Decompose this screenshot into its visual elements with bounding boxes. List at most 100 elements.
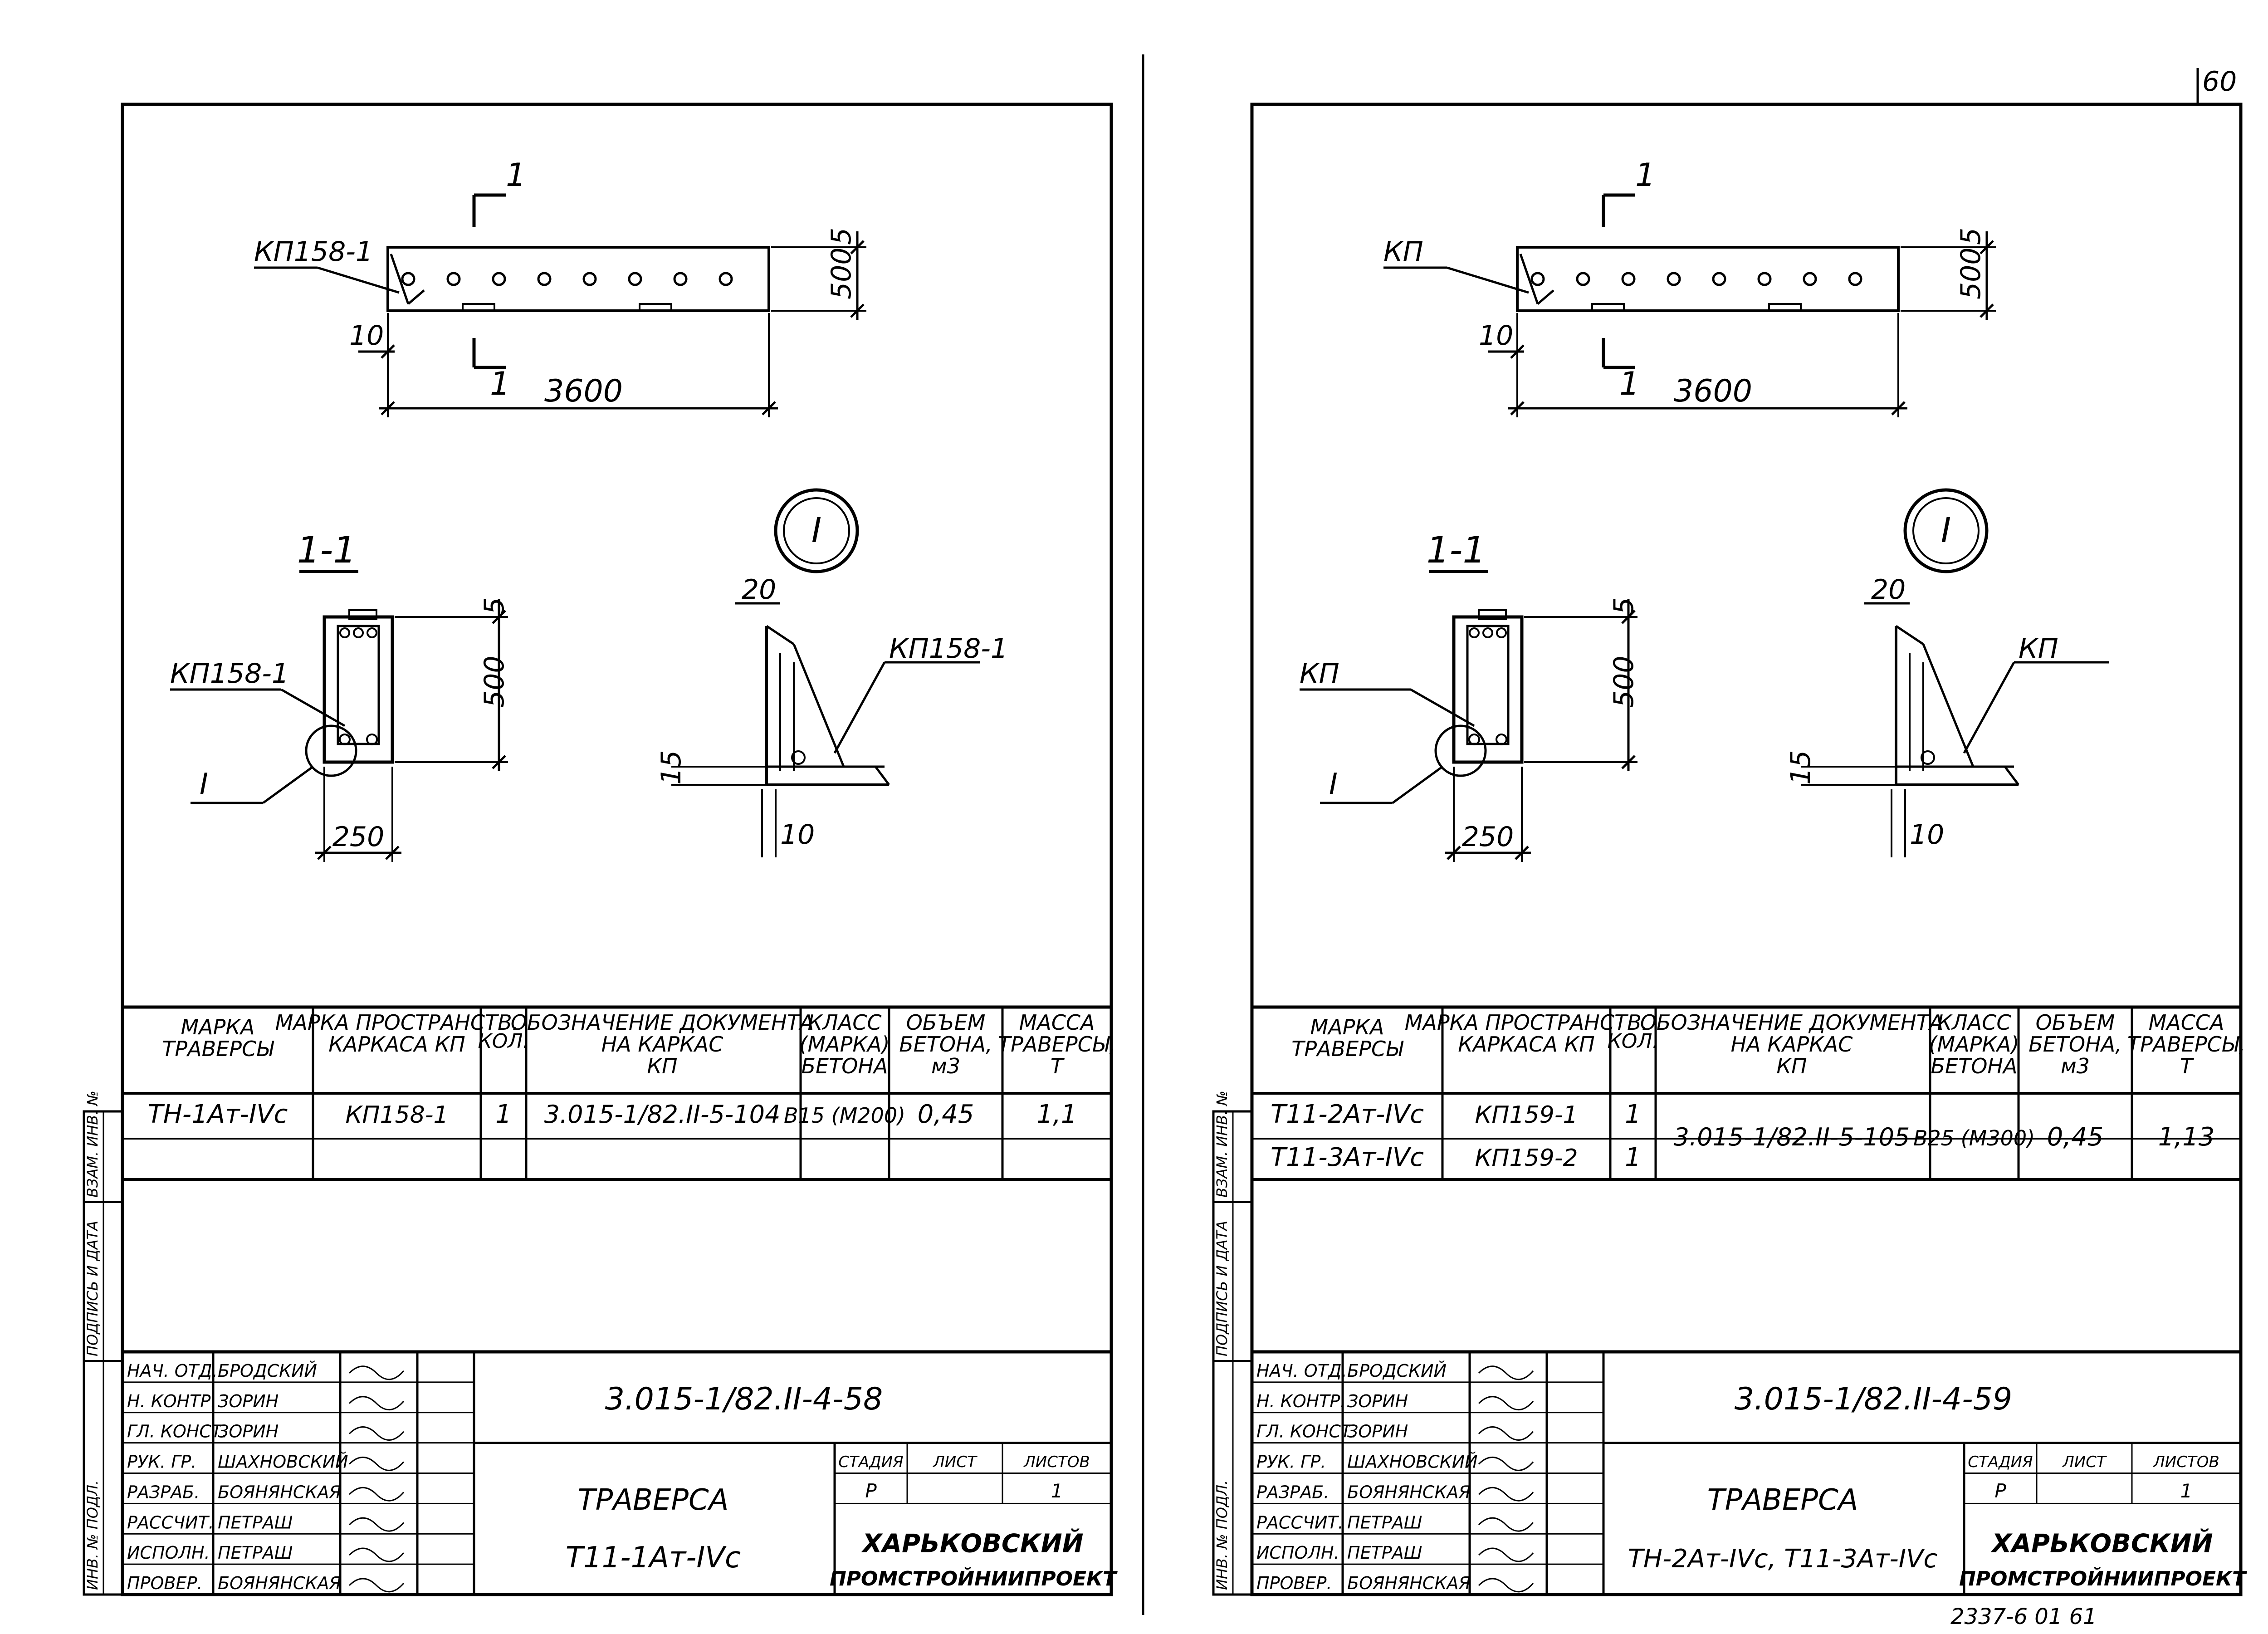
signature xyxy=(1478,1365,1534,1380)
cut-label-top: 1 xyxy=(1635,157,1656,194)
embedded-plate xyxy=(1768,303,1802,312)
title-block: НАЧ. ОТД.Н. КОНТР.ГЛ. КОНСТ.РУК. ГР.РАЗР… xyxy=(122,1350,1118,1595)
sheet-frame xyxy=(1250,103,2243,1596)
bolt-hole xyxy=(492,272,506,286)
section-dim-top: 5 xyxy=(479,597,510,615)
top-plate xyxy=(1478,609,1507,620)
role-3: ГЛ. КОНСТ. xyxy=(1256,1422,1357,1442)
title-block: НАЧ. ОТД.Н. КОНТР.ГЛ. КОНСТ.РУК. ГР.РАЗР… xyxy=(1252,1350,2247,1595)
node-marker-inner xyxy=(783,497,850,564)
embedded-plate xyxy=(639,303,672,312)
name-8: БОЯНЯНСКАЯ xyxy=(1347,1573,1471,1593)
beam-elevation xyxy=(386,246,770,312)
spec-header-5: КЛАСС(МАРКА)БЕТОНА xyxy=(800,1010,890,1078)
spec-doc: 3.015-1/82.II-5-105 xyxy=(1674,1123,1910,1151)
line xyxy=(492,755,506,769)
line xyxy=(766,625,795,646)
line xyxy=(850,303,865,318)
bolt-hole xyxy=(1667,272,1681,286)
line xyxy=(385,846,400,860)
dim-offset: 10 xyxy=(349,320,384,352)
spec-mass: 1,1 xyxy=(1036,1100,1077,1129)
line xyxy=(1922,644,1975,767)
bottom-stamp: 2337-6 01 61 xyxy=(1950,1604,2097,1629)
name-5: БОЯНЯНСКАЯ xyxy=(1347,1482,1471,1502)
signature xyxy=(1478,1517,1534,1532)
cut-label-bottom: 1 xyxy=(490,365,510,402)
line xyxy=(1621,755,1636,769)
sheets-label: ЛИСТОВ xyxy=(1023,1453,1090,1471)
name-1: БРОДСКИЙ xyxy=(1347,1361,1447,1381)
top-plate xyxy=(348,609,377,620)
line xyxy=(407,289,425,305)
signature xyxy=(348,1487,405,1502)
line xyxy=(1410,688,1475,727)
signature xyxy=(1478,1426,1534,1441)
line xyxy=(262,765,314,804)
spec-header-5: КЛАСС(МАРКА)БЕТОНА xyxy=(1929,1010,2019,1078)
margin-label-2: ПОДПИСЬ И ДАТА xyxy=(1213,1221,1231,1356)
name-1: БРОДСКИЙ xyxy=(218,1361,317,1381)
dim-height: 500 xyxy=(826,247,857,299)
spec-qty: 1 xyxy=(495,1100,512,1129)
beam-elevation xyxy=(1516,246,1900,312)
role-6: РАССЧИТ. xyxy=(127,1512,214,1532)
cage-outline xyxy=(1466,625,1510,745)
line xyxy=(1510,401,1525,416)
role-8: ПРОВЕР. xyxy=(127,1573,202,1593)
doc-code: 3.015-1/82.II-4-59 xyxy=(1735,1381,2013,1417)
signature xyxy=(1478,1396,1534,1411)
rebar xyxy=(1482,627,1493,638)
detail-node-label: I xyxy=(811,510,821,550)
name-6: ПЕТРАШ xyxy=(218,1512,293,1532)
line xyxy=(1891,401,1906,416)
line xyxy=(833,661,886,754)
org-line-1: ХАРЬКОВСКИЙ xyxy=(861,1528,1084,1558)
role-4: РУК. ГР. xyxy=(1256,1452,1326,1472)
line xyxy=(390,254,410,304)
bolt-hole xyxy=(446,272,461,286)
line xyxy=(1621,610,1636,624)
role-2: Н. КОНТР. xyxy=(1256,1391,1345,1411)
section-title: 1-1 xyxy=(1427,529,1486,571)
spec-header-2: МАРКА ПРОСТРАНСТВ.КАРКАСА КП xyxy=(275,1010,519,1057)
line xyxy=(1515,846,1529,860)
detail-dim-20: 20 xyxy=(1871,574,1906,606)
signature xyxy=(1478,1578,1534,1593)
spec-mark: Т11-3Ат-IVс xyxy=(1271,1143,1424,1172)
line xyxy=(1963,661,2015,754)
spec-doc: 3.015-1/82.II-5-104 xyxy=(544,1100,781,1129)
signature xyxy=(1478,1487,1534,1502)
spec-header-2: МАРКА ПРОСТРАНСТВ.КАРКАСА КП xyxy=(1405,1010,1648,1057)
node-marker xyxy=(1903,488,1989,573)
name-6: ПЕТРАШ xyxy=(1347,1512,1422,1532)
margin-label-2: ПОДПИСЬ И ДАТА xyxy=(84,1221,101,1356)
role-2: Н. КОНТР. xyxy=(127,1391,216,1411)
line xyxy=(381,401,395,416)
signature xyxy=(348,1517,405,1532)
detail-kp-label: КП xyxy=(2019,633,2058,665)
sheets-label: ЛИСТОВ xyxy=(2152,1453,2219,1471)
node-marker xyxy=(774,488,859,573)
name-3: ЗОРИН xyxy=(1347,1422,1408,1442)
name-2: ЗОРИН xyxy=(1347,1391,1408,1411)
title-name-2: ТН-2Ат-IVс, Т11-3Ат-IVс xyxy=(1628,1544,1938,1574)
name-7: ПЕТРАШ xyxy=(1347,1543,1422,1563)
org-line-2: ПРОМСТРОЙНИИПРОЕКТ xyxy=(1959,1566,2247,1590)
plan-kp-label: КП xyxy=(1383,236,1423,268)
role-5: РАЗРАБ. xyxy=(1256,1482,1329,1502)
detail-kp-label: КП158-1 xyxy=(889,633,1008,665)
name-2: ЗОРИН xyxy=(218,1391,279,1411)
detail-node-label: I xyxy=(1941,510,1951,550)
name-4: ШАХНОВСКИЙ xyxy=(1347,1452,1478,1472)
rebar xyxy=(1469,627,1480,638)
signature xyxy=(348,1365,405,1380)
